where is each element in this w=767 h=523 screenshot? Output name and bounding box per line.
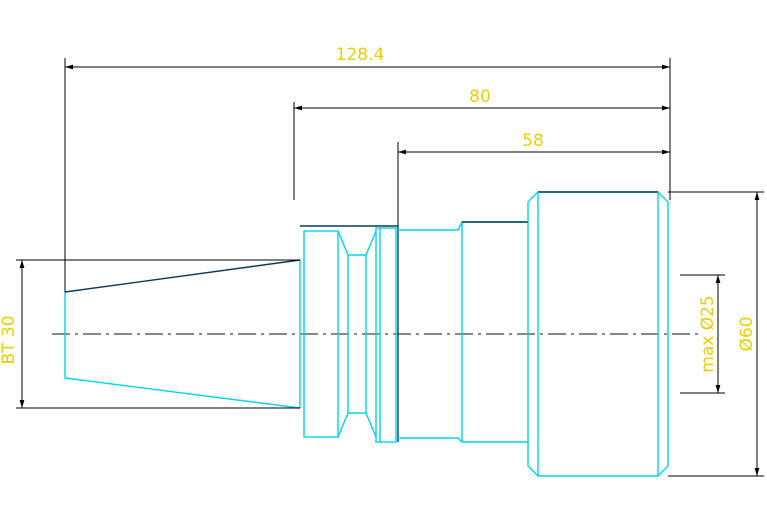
tool-holder-outline (64, 191, 669, 477)
dim-text-od: Ø60 (737, 316, 757, 351)
dim-text-overall: 128.4 (336, 45, 385, 65)
flange-right (375, 227, 397, 443)
flange-left (303, 230, 339, 438)
v-groove-bottom (337, 412, 377, 438)
dim-text-80: 80 (469, 87, 491, 107)
dim-text-58: 58 (522, 131, 544, 151)
body-step-2 (527, 191, 669, 477)
taper-cone-lower (64, 292, 301, 409)
dim-text-taper: BT 30 (0, 315, 19, 364)
dim-text-bore: max Ø25 (698, 295, 718, 372)
taper-cone-upper (64, 259, 301, 293)
body-step-1 (398, 221, 529, 443)
v-groove-top (337, 230, 377, 256)
